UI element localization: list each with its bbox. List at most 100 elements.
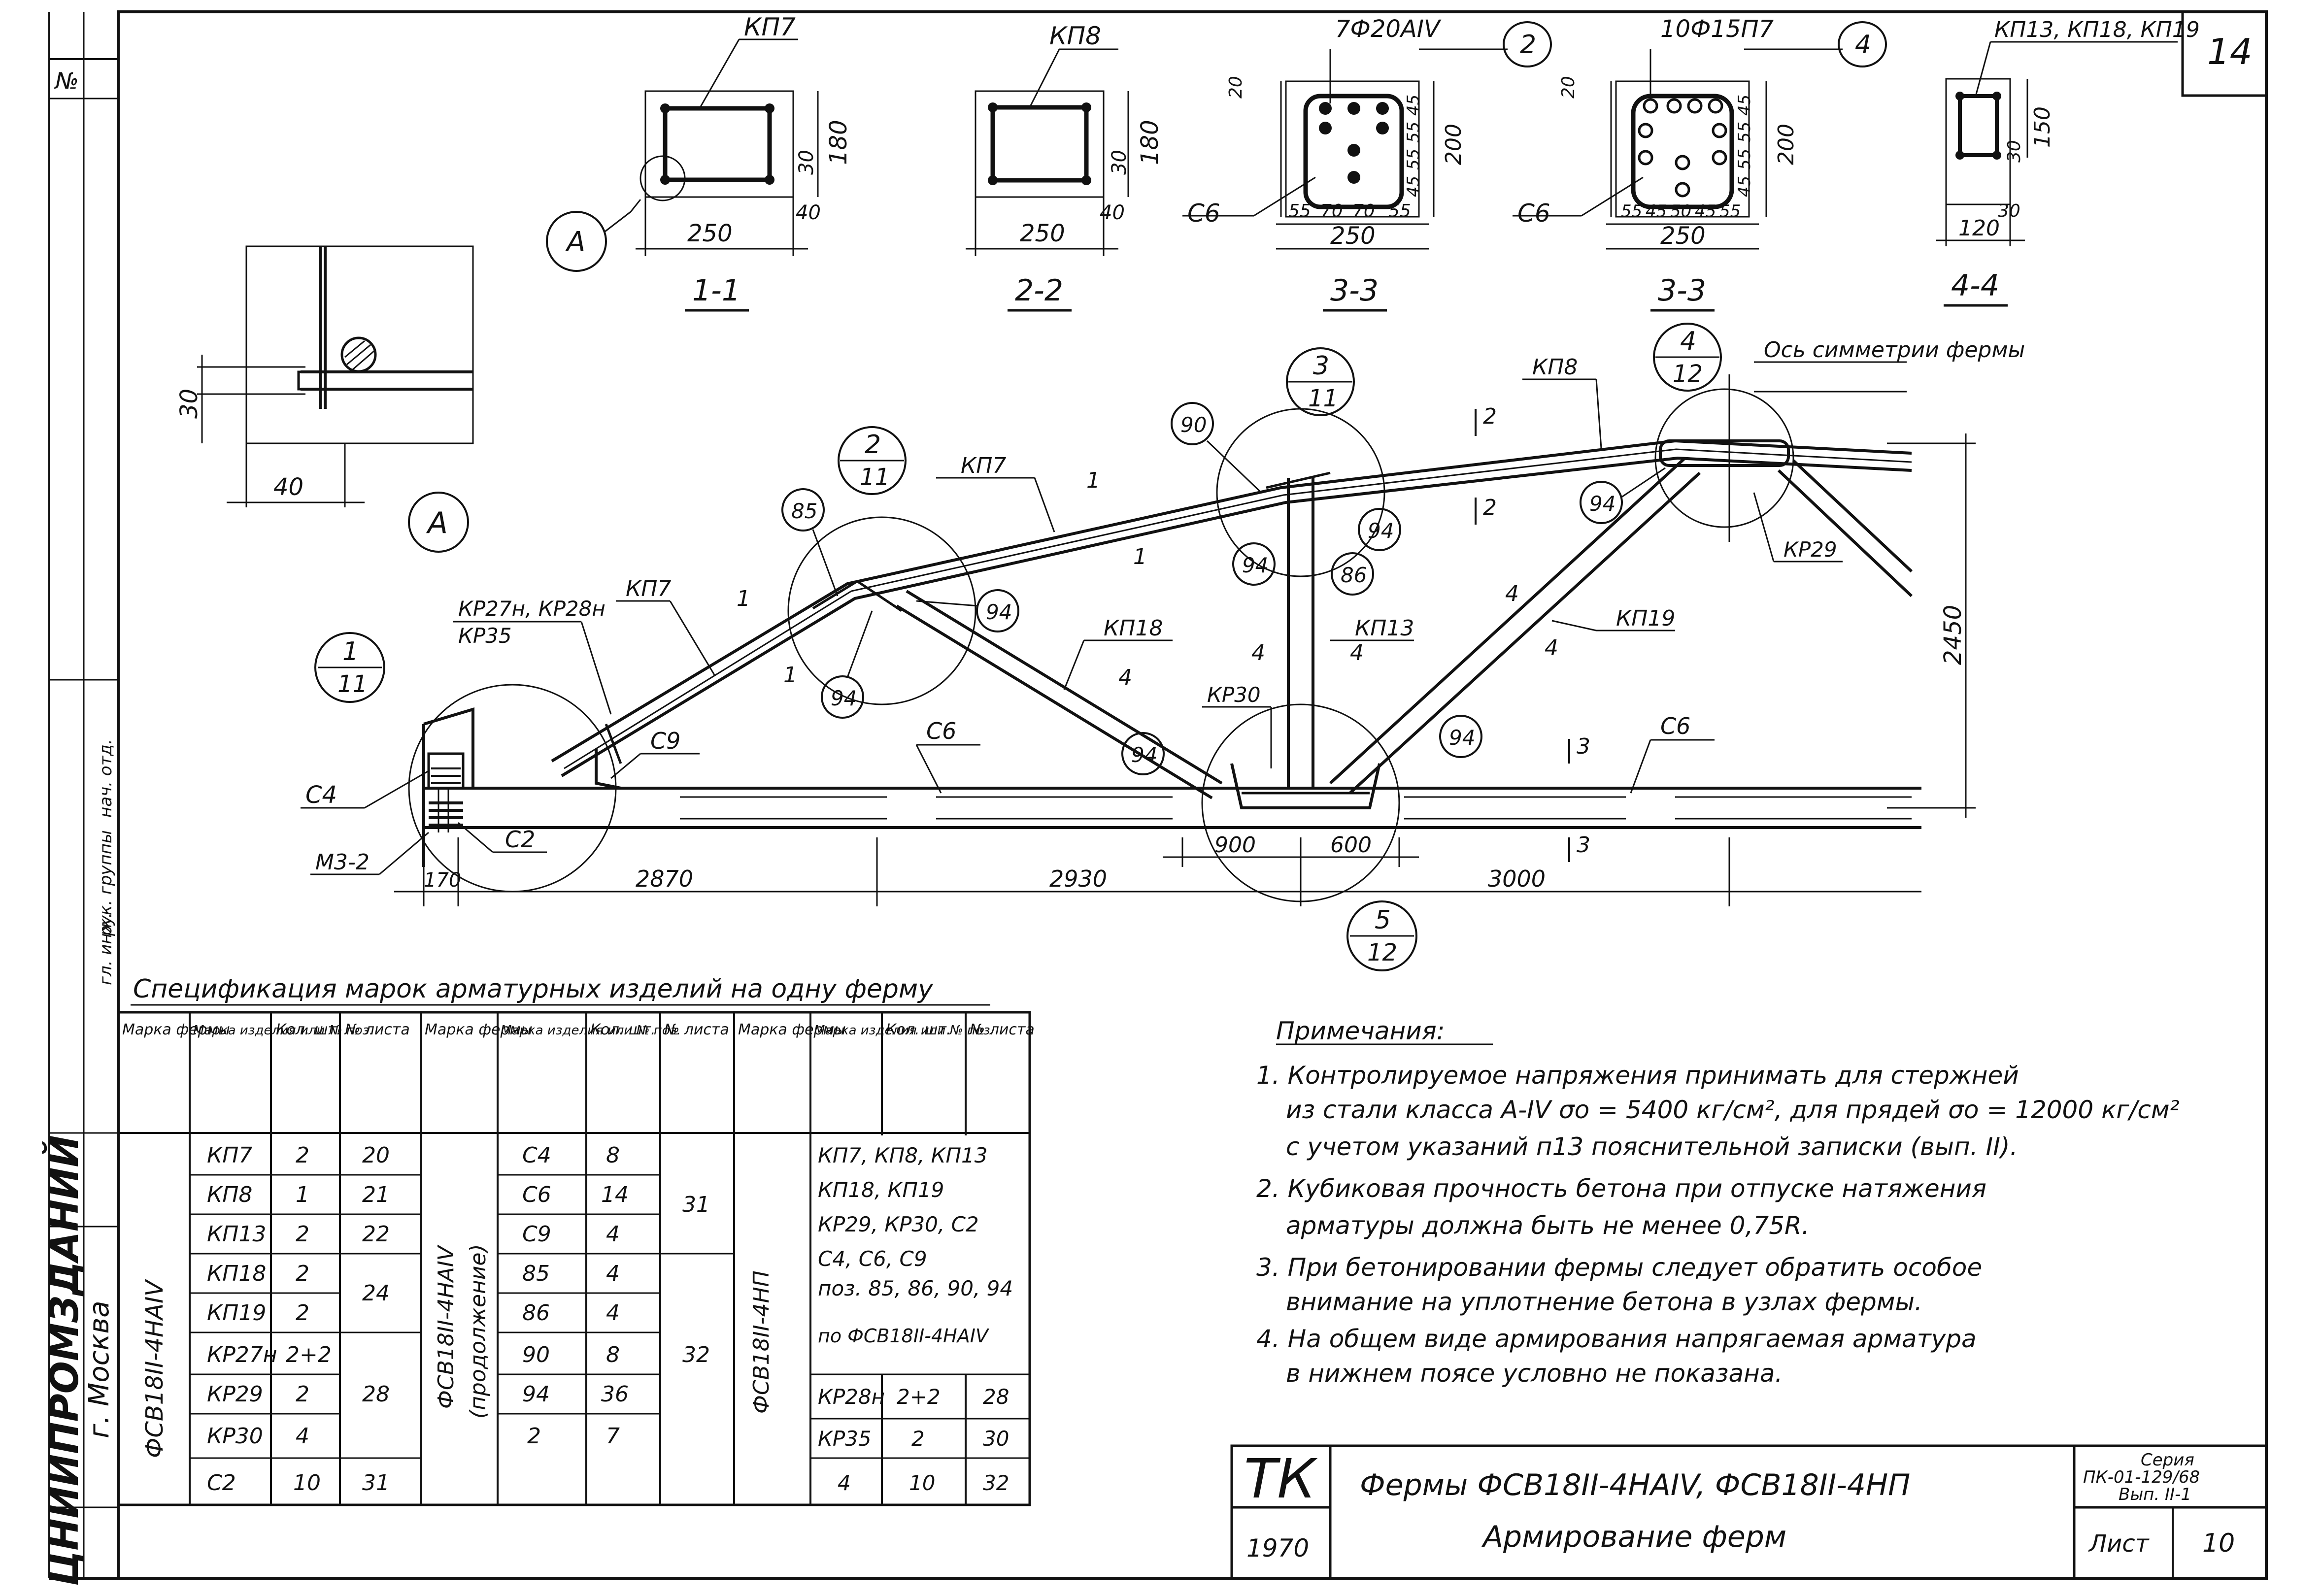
hdr-2-sheet: № листа xyxy=(663,1021,729,1038)
stamp-role-1: гл. инж. xyxy=(96,913,116,985)
g3-line-0: КП7, КП8, КП13 xyxy=(818,1143,988,1167)
section-2-2-width: 250 xyxy=(1020,220,1065,247)
pos-94-d: 94 xyxy=(1358,508,1401,551)
pos-94-d-label: 94 xyxy=(1368,519,1394,543)
section-3-3-b-v2: 55 xyxy=(1735,122,1754,143)
pos-94-b: 94 xyxy=(916,589,1019,632)
pos-94-e-label: 94 xyxy=(1589,492,1615,516)
section-4-4-mark: КП13, КП18, КП19 xyxy=(1994,17,2200,42)
section-1-1-label: 1-1 xyxy=(692,273,740,308)
detail-marker-a-small: А xyxy=(546,155,686,272)
section-1-1-height: 180 xyxy=(825,120,852,165)
pos-94-c-label: 94 xyxy=(1242,553,1268,577)
callout-3-num: 3 xyxy=(1313,351,1329,381)
hdr-2-qty: Кол. шт. xyxy=(590,1021,655,1038)
g1-r2-mark: КП13 xyxy=(207,1222,266,1247)
g2-r5-qty: 8 xyxy=(606,1342,620,1367)
pos-86: 86 xyxy=(1331,552,1374,596)
callout-4-sheet: 12 xyxy=(1673,360,1703,388)
section-3-3-a-v2: 55 xyxy=(1404,122,1423,143)
tb-year: 1970 xyxy=(1246,1534,1309,1563)
g1-r8-mark: С2 xyxy=(207,1470,236,1496)
symmetry-axis: Ось симметрии фермы xyxy=(1728,337,2025,542)
dim-170: 170 xyxy=(424,869,461,892)
label-kp7-top: КП7 xyxy=(961,453,1006,478)
g2-r3-qty: 4 xyxy=(606,1261,620,1286)
sheet-frame xyxy=(48,10,2268,1580)
g1-r6-qty: 2 xyxy=(296,1382,309,1407)
hdr-2-mark: Марка фермы xyxy=(425,1021,533,1038)
section-3-3-a-callout: 2 xyxy=(1520,30,1536,60)
note-line-6: внимание на уплотнение бетона в узлах фе… xyxy=(1286,1288,1922,1316)
g1-r3-qty: 2 xyxy=(296,1261,309,1286)
g2-r2-qty: 4 xyxy=(606,1222,620,1247)
notes-title: Примечания: xyxy=(1276,1017,1445,1045)
dim-2930: 2930 xyxy=(1049,865,1107,892)
g3-r0-sheet: 28 xyxy=(983,1385,1009,1409)
callout-4-num: 4 xyxy=(1680,327,1696,356)
label-kp18: КП18 xyxy=(1104,616,1163,641)
org-name: ЦНИИПРОМЗДАНИЙ xyxy=(42,1135,87,1586)
g2-r6-qty: 36 xyxy=(601,1382,629,1407)
g1-r1-qty: 1 xyxy=(296,1182,309,1207)
group3-truss-mark: ФСВ18II-4НП xyxy=(749,1270,774,1414)
section-3-3-a-d4: 55 xyxy=(1388,201,1411,221)
cut-1b: 1 xyxy=(783,663,797,688)
g2-r7-qty: 7 xyxy=(606,1424,620,1449)
cut-3a: 3 xyxy=(1577,734,1590,759)
top-left-stamp: № xyxy=(49,58,118,94)
pos-90-label: 90 xyxy=(1180,413,1207,437)
g3-r0-mark: КР28н xyxy=(818,1385,885,1409)
tb-code: ТК xyxy=(1244,1447,1318,1510)
section-4-4-width: 120 xyxy=(1958,216,2000,241)
pos-85-label: 85 xyxy=(791,499,817,523)
callout-5-num: 5 xyxy=(1375,905,1391,935)
group2-truss-mark: ФСВ18II-4НАIV xyxy=(434,1244,459,1409)
pos-94-c: 94 xyxy=(1232,542,1276,586)
page-number: 14 xyxy=(2207,31,2253,72)
top-chord xyxy=(551,439,1912,777)
tb-title-1: Фермы ФСВ18II-4НАIV, ФСВ18II-4НП xyxy=(1360,1468,1910,1502)
pos-94-g-label: 94 xyxy=(1449,726,1475,750)
label-kr29: КР29 xyxy=(1784,537,1837,562)
tb-sheet-no: 10 xyxy=(2202,1529,2235,1558)
hdr-3-qty: Кол. шт. xyxy=(886,1021,951,1038)
notes: Примечания: 1. Контролируемое напряжения… xyxy=(1256,1017,2180,1388)
g1-r5-mark: КР27н xyxy=(207,1342,277,1367)
tb-title-2: Армирование ферм xyxy=(1481,1520,1786,1554)
section-3-3-b-v4: 45 xyxy=(1735,176,1754,197)
spec-headers-1: Марка фермы Марка изделия или № поз. Кол… xyxy=(122,1021,410,1038)
hdr-1-sheet: № листа xyxy=(344,1021,410,1038)
section-1-1-side: 40 xyxy=(796,201,821,224)
group3-rows: КР28н 2+2 28 КР35 2 30 4 10 32 xyxy=(818,1385,1009,1495)
bottom-node xyxy=(1230,763,1381,809)
callout-4: 4 12 xyxy=(1653,323,1722,392)
top-nodes xyxy=(812,439,1790,612)
note-line-8: в нижнем поясе условно не показана. xyxy=(1286,1359,1783,1388)
callout-2: 2 11 xyxy=(838,426,907,495)
detail-a-label: А xyxy=(426,506,448,540)
tb-series-1: Серия xyxy=(2141,1450,2194,1470)
cut-4d: 4 xyxy=(1505,581,1519,606)
hdr-3-mark: Марка фермы xyxy=(738,1021,846,1038)
g1-r4-mark: КП19 xyxy=(207,1300,266,1326)
cut-1d: 1 xyxy=(1133,544,1147,569)
g1-r7-qty: 4 xyxy=(296,1424,309,1449)
detail-marker-a-small-label: А xyxy=(565,226,585,258)
label-m3-2: М3-2 xyxy=(315,850,370,875)
section-3-3-a-v4: 45 xyxy=(1404,176,1423,197)
label-c4: С4 xyxy=(305,781,337,809)
section-3-3-a-height: 200 xyxy=(1441,124,1466,165)
page-number-box: 14 xyxy=(2181,10,2268,97)
tb-series-3: Вып. II-1 xyxy=(2119,1485,2191,1504)
cut-2b: 2 xyxy=(1483,495,1497,520)
side-stamp: ЦНИИПРОМЗДАНИЙ г. Москва гл. инж. рук. г… xyxy=(42,739,116,1586)
pos-94-f-label: 94 xyxy=(1131,743,1157,767)
g3-line-2: КР29, КР30, С2 xyxy=(818,1212,979,1236)
section-3-3-b-width: 250 xyxy=(1660,222,1706,250)
dim-600: 600 xyxy=(1330,832,1372,858)
section-4-4-side: 30 xyxy=(1998,201,2020,221)
note-line-5: 3. При бетонировании фермы следует обрат… xyxy=(1256,1253,1982,1282)
spec-headers-2: Марка фермы Марка изделия или № поз. Кол… xyxy=(425,1021,729,1038)
